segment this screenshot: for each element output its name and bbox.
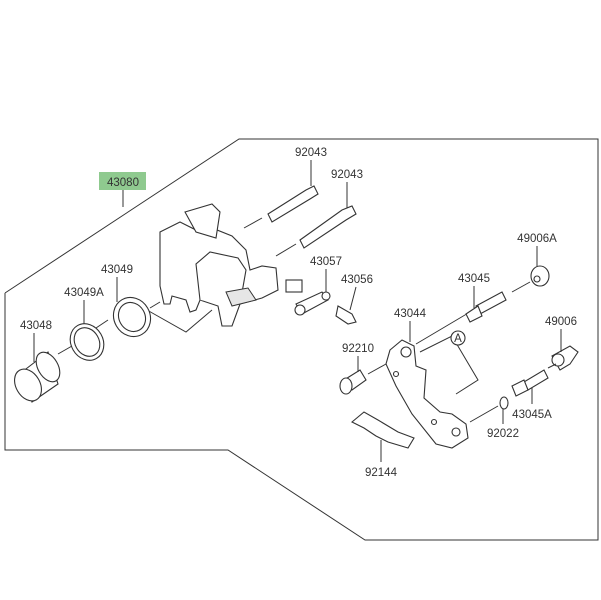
bolt-92043-a <box>243 185 319 229</box>
label-92022[interactable]: 92022 <box>487 428 519 440</box>
svg-text:43080[interactable]: 43080 <box>107 177 139 189</box>
sleeve-92210 <box>339 363 387 395</box>
assembly-label-43080[interactable]: 43080 <box>99 172 146 207</box>
label-92043-a[interactable]: 92043 <box>295 147 327 159</box>
callout-a-circle <box>450 330 466 346</box>
label-43057[interactable]: 43057 <box>310 256 342 268</box>
bracket-43044: A <box>385 311 479 449</box>
label-43045A[interactable]: 43045A <box>512 409 552 421</box>
seal-43049 <box>112 296 161 338</box>
boot-49006A <box>530 265 550 287</box>
leader-lines <box>33 160 562 462</box>
label-92144[interactable]: 92144 <box>365 467 398 479</box>
label-92043-b[interactable]: 92043 <box>331 169 363 181</box>
boot-49006 <box>551 345 579 371</box>
pin-43045 <box>465 281 531 323</box>
label-43049[interactable]: 43049 <box>101 264 133 276</box>
label-43044[interactable]: 43044 <box>394 308 427 320</box>
caliper-body <box>146 203 303 333</box>
bleeder-43056 <box>335 305 357 325</box>
label-43045[interactable]: 43045 <box>458 273 490 285</box>
label-43056[interactable]: 43056 <box>341 274 373 286</box>
assembly-outline <box>4 138 599 541</box>
bolt-92043-b <box>275 205 357 257</box>
washer-92022 <box>469 396 509 423</box>
label-92210[interactable]: 92210 <box>342 343 374 355</box>
link-43057 <box>294 291 331 316</box>
piston-43048 <box>14 345 73 403</box>
pin-43045A <box>511 363 557 397</box>
label-43048[interactable]: 43048 <box>20 320 52 332</box>
label-43049A[interactable]: 43049A <box>64 287 104 299</box>
seal-43049A <box>69 319 109 361</box>
label-49006A[interactable]: 49006A <box>517 233 557 245</box>
label-49006[interactable]: 49006 <box>545 316 577 328</box>
svg-text:A: A <box>454 333 462 345</box>
spring-92144 <box>351 411 415 449</box>
assembly-highlight <box>99 172 146 190</box>
